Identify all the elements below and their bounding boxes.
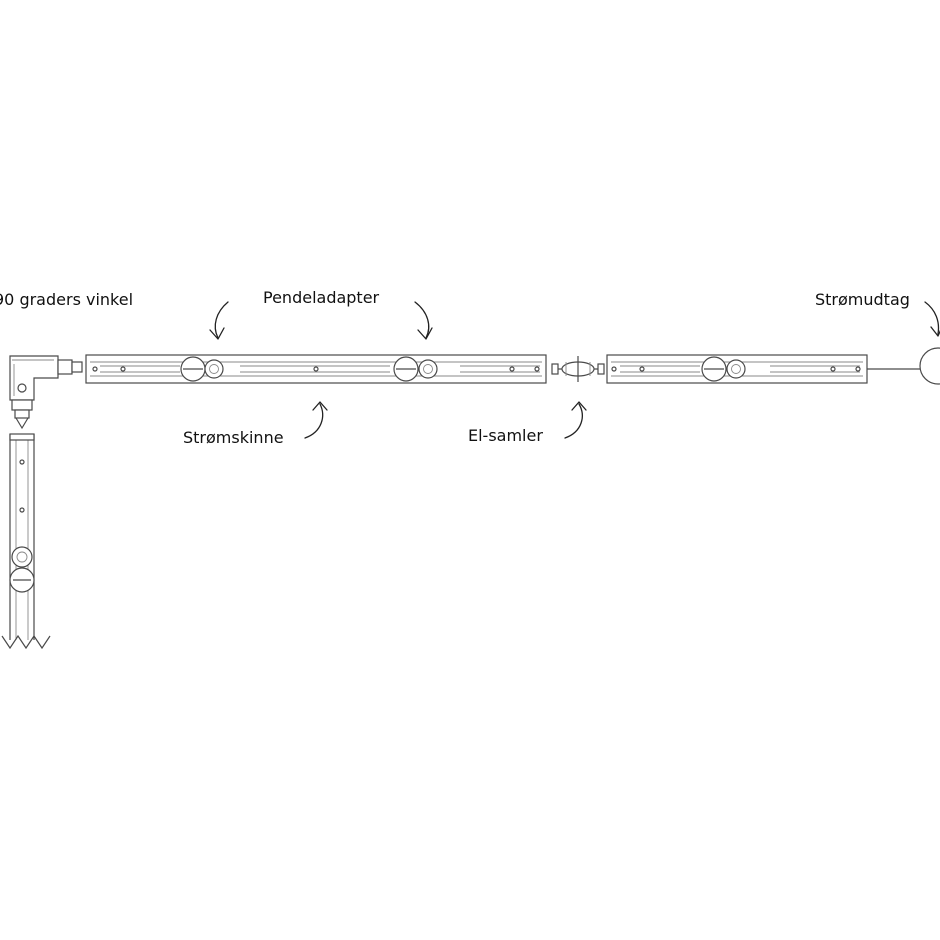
main-track-shape	[85, 354, 547, 384]
arrow-pendant-right	[414, 301, 433, 340]
label-connector: El-samler	[468, 426, 543, 445]
label-track: Strømskinne	[183, 428, 284, 447]
electrical-connector-shape	[551, 356, 605, 382]
pendant-adapter-3-shape	[701, 356, 746, 382]
arrow-track	[304, 401, 328, 439]
arrow-outlet	[924, 301, 940, 337]
label-outlet: Strømudtag	[815, 290, 910, 309]
pendant-adapter-1-shape	[180, 356, 224, 382]
corner-connector-shape	[9, 355, 83, 430]
label-corner: 90 graders vinkel	[0, 290, 133, 309]
pendant-adapter-2-shape	[393, 356, 438, 382]
arrow-pendant-left	[209, 301, 229, 340]
vertical-track-shape	[1, 433, 51, 650]
power-outlet-shape	[867, 347, 940, 385]
arrow-connector	[564, 401, 587, 439]
label-pendant-adapter: Pendeladapter	[263, 288, 380, 307]
